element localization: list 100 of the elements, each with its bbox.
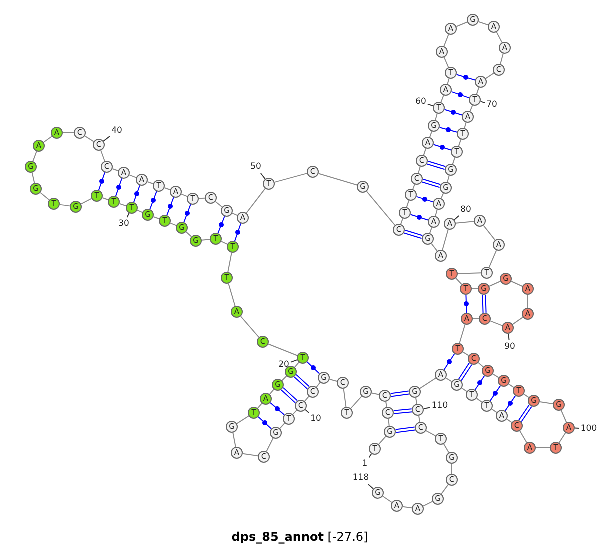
- backbone-line: [462, 388, 468, 392]
- backbone-line: [455, 221, 475, 224]
- leader-line: [427, 104, 434, 107]
- base-pair-line: [422, 178, 442, 188]
- position-number: 40: [112, 126, 122, 136]
- base-pair-line: [439, 127, 458, 133]
- backbone-line: [329, 379, 338, 382]
- base-pair-line: [490, 385, 502, 402]
- backbone-line: [268, 344, 298, 356]
- base-pair-line: [184, 204, 192, 223]
- backbone-line: [40, 192, 50, 201]
- backbone-line: [400, 218, 404, 225]
- base-pair-line: [404, 230, 424, 240]
- base-pair-line: [466, 294, 468, 314]
- leader-line: [103, 136, 111, 142]
- backbone-line: [228, 252, 232, 273]
- backbone-line: [242, 453, 259, 457]
- backbone-line: [442, 229, 449, 251]
- base-pair-line: [410, 214, 429, 221]
- backbone-line: [506, 418, 512, 424]
- backbone-line: [558, 432, 566, 444]
- leader-line: [260, 173, 266, 180]
- backbone-line: [170, 222, 177, 226]
- backbone-line: [228, 283, 236, 307]
- backbone-line: [59, 204, 71, 207]
- leader-line: [454, 216, 460, 221]
- backbone-line: [431, 243, 438, 252]
- base-pair-line: [395, 426, 416, 434]
- position-number: 110: [432, 401, 448, 411]
- backbone-line: [418, 166, 421, 174]
- backbone-line: [452, 157, 456, 165]
- backbone-line: [426, 430, 436, 437]
- backbone-line: [441, 484, 449, 495]
- backbone-line: [102, 198, 109, 200]
- backbone-line: [282, 376, 288, 382]
- base-pair-line: [433, 144, 452, 151]
- backbone-line: [112, 168, 119, 172]
- backbone-line: [490, 320, 503, 326]
- backbone-line: [406, 200, 410, 208]
- base-pair-line: [280, 387, 298, 404]
- position-number: 60: [416, 97, 426, 107]
- backbone-line: [318, 173, 358, 186]
- backbone-line: [508, 384, 514, 388]
- leader-line: [368, 454, 372, 458]
- backbone-line: [215, 201, 223, 208]
- backbone-line: [496, 32, 503, 44]
- backbone-line: [520, 430, 528, 444]
- position-number: 10: [310, 414, 322, 424]
- backbone-line: [512, 316, 524, 326]
- backbone-line: [119, 203, 127, 207]
- backbone-line: [266, 438, 274, 452]
- backbone-line: [483, 225, 496, 241]
- position-number: 90: [504, 342, 516, 352]
- backbone-line: [456, 278, 462, 286]
- backbone-line: [510, 280, 524, 288]
- backbone-line: [32, 151, 38, 162]
- base-pair-line: [166, 197, 174, 216]
- leader-line: [574, 428, 580, 430]
- base-pair-line: [390, 390, 410, 398]
- position-number: 30: [118, 219, 130, 229]
- backbone-line: [246, 188, 266, 214]
- backbone-line: [486, 72, 494, 80]
- backbone-line: [444, 34, 450, 47]
- base-pair-line: [393, 408, 413, 414]
- backbone-line: [440, 193, 444, 199]
- position-number: 100: [580, 424, 598, 434]
- backbone-line: [458, 139, 462, 147]
- backbone-line: [43, 136, 53, 143]
- base-pair-line: [444, 109, 463, 116]
- backbone-line: [378, 436, 387, 445]
- backbone-line: [464, 122, 467, 129]
- base-pair-line: [416, 196, 434, 203]
- backbone-line: [422, 501, 434, 507]
- backbone-line: [415, 397, 418, 405]
- backbone-line: [388, 418, 390, 427]
- backbone-line: [476, 87, 480, 95]
- backbone-line: [316, 382, 321, 388]
- position-number: 50: [250, 162, 262, 172]
- position-number: 118: [352, 473, 370, 483]
- base-pair-line: [518, 404, 532, 422]
- leader-line: [423, 407, 431, 410]
- backbone-line: [366, 191, 396, 226]
- base-pair-line: [150, 191, 158, 210]
- backbone-line: [435, 113, 438, 121]
- diagram-title: dps_85_annot [-27.6]: [232, 530, 368, 544]
- backbone-line: [181, 194, 188, 198]
- base-pair-line: [98, 172, 106, 191]
- backbone-line: [236, 416, 250, 424]
- base-pair-line: [444, 354, 456, 370]
- backbone-line: [524, 394, 530, 398]
- base-pair-line: [270, 402, 285, 416]
- backbone-line: [472, 318, 480, 320]
- backbone-line: [232, 212, 238, 216]
- backbone-line: [137, 210, 143, 214]
- backbone-line: [292, 410, 298, 416]
- leader-line: [508, 333, 510, 341]
- backbone-line: [343, 388, 347, 408]
- backbone-line: [386, 401, 388, 408]
- backbone-line: [447, 175, 450, 183]
- backbone-line: [444, 57, 450, 68]
